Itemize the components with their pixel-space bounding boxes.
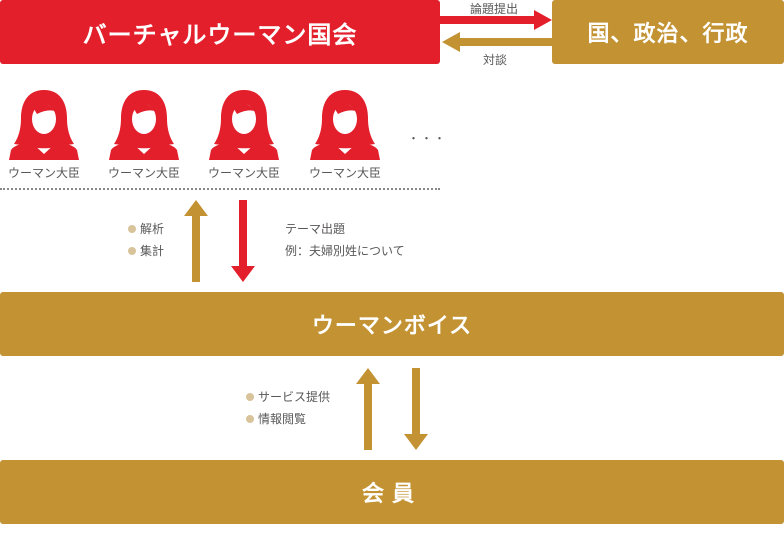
service-item: サービス提供 [246, 388, 330, 405]
members-box: 会員 [0, 460, 784, 524]
ellipsis: ・・・ [408, 132, 447, 145]
dialogue-label: 対談 [483, 53, 508, 67]
parliament-label: バーチャルウーマン国会 [82, 20, 358, 49]
minister-4: ウーマン大臣 [304, 88, 386, 181]
government-label: 国、政治、行政 [587, 22, 749, 47]
info-browse-label: 情報閲覧 [258, 412, 307, 426]
theme-label: テーマ出題 [285, 222, 346, 236]
virtual-woman-parliament-box: バーチャルウーマン国会 [0, 0, 440, 64]
analysis-label: 解析 [140, 222, 165, 236]
government-box: 国、政治、行政 [552, 0, 784, 64]
aggregate-item: 集計 [128, 242, 164, 259]
minister-1: ウーマン大臣 [3, 88, 85, 181]
bullet-dot [128, 224, 136, 233]
members-label: 会員 [361, 482, 422, 507]
members-down-arrow [404, 368, 428, 450]
minister-2: ウーマン大臣 [103, 88, 185, 181]
woman-icon [310, 90, 380, 160]
aggregate-label: 集計 [140, 244, 165, 258]
bullet-dot [246, 414, 254, 423]
info-browse-item: 情報閲覧 [246, 410, 306, 427]
minister-label: ウーマン大臣 [308, 166, 381, 180]
submit-arrow [440, 10, 552, 30]
service-up-arrow [356, 368, 380, 450]
dotted-divider [0, 188, 440, 190]
analysis-item: 解析 [128, 220, 164, 237]
woman-icon [9, 90, 79, 160]
bullet-dot [246, 392, 254, 401]
minister-label: ウーマン大臣 [207, 166, 280, 180]
analysis-up-arrow [184, 200, 208, 282]
minister-3: ウーマン大臣 [203, 88, 285, 181]
bullet-dot [128, 246, 136, 255]
woman-voice-label: ウーマンボイス [311, 314, 473, 339]
woman-icon [109, 90, 179, 160]
woman-icon [209, 90, 279, 160]
submit-label: 論題提出 [470, 2, 519, 16]
minister-label: ウーマン大臣 [7, 166, 80, 180]
dialogue-arrow [442, 32, 552, 52]
minister-label: ウーマン大臣 [107, 166, 180, 180]
theme-example: 例：夫婦別姓について [285, 244, 405, 258]
woman-voice-box: ウーマンボイス [0, 292, 784, 356]
theme-down-arrow [231, 200, 255, 282]
service-label: サービス提供 [258, 390, 331, 404]
